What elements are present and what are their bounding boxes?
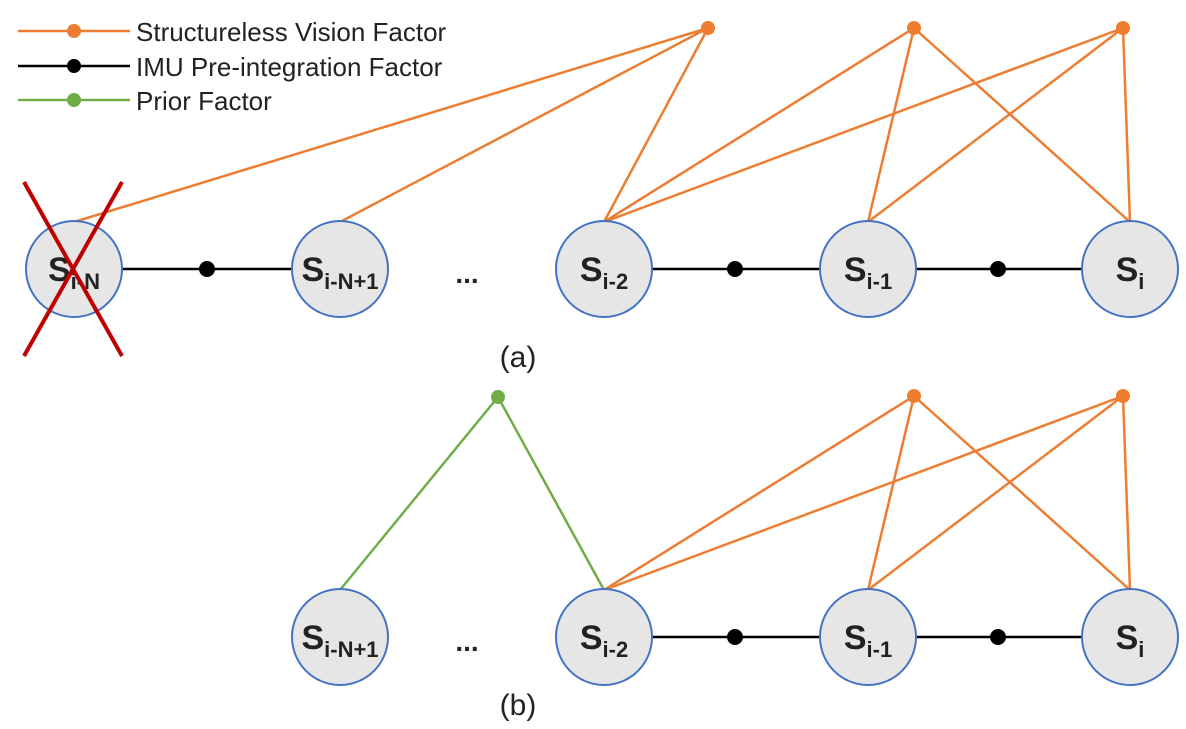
prior-edge <box>339 396 499 591</box>
vision-edge <box>913 395 1131 591</box>
vision-edge <box>866 395 916 591</box>
state-node-label: Si-1 <box>844 619 892 662</box>
imu-factor-node <box>990 629 1006 645</box>
vision-edge <box>867 395 1124 591</box>
state-node-label: Si <box>1116 251 1145 294</box>
imu-factor-node <box>727 629 743 645</box>
panel-b-prior-edges <box>339 396 606 591</box>
panel-b-vision-edges <box>603 394 1132 592</box>
state-node-i-1: Si-1 <box>819 220 917 318</box>
state-node-circle <box>291 588 389 686</box>
vision-edge <box>603 394 915 592</box>
legend: Structureless Vision Factor IMU Pre-inte… <box>18 17 447 116</box>
imu-factor-node <box>990 261 1006 277</box>
vision-edge <box>603 26 915 224</box>
legend-item-prior: Prior Factor <box>18 86 272 116</box>
panel-a: Si-N Si-N+1 ... Si-2 Si-1 Si (a) <box>22 21 1179 374</box>
legend-imu-label: IMU Pre-integration Factor <box>136 52 443 82</box>
marginalized-cross-icon <box>22 181 124 357</box>
legend-prior-label: Prior Factor <box>136 86 272 116</box>
vision-edge <box>1121 27 1132 223</box>
state-node-i: Si <box>1081 588 1179 686</box>
legend-prior-dot <box>67 93 81 107</box>
state-node-label: Si <box>1116 619 1145 662</box>
vision-factor-node <box>907 21 921 35</box>
vision-edge <box>913 27 1131 223</box>
panel-b-caption: (b) <box>500 689 537 722</box>
legend-item-imu: IMU Pre-integration Factor <box>18 52 443 82</box>
imu-factor-node <box>727 261 743 277</box>
panel-a-caption: (a) <box>500 341 537 374</box>
legend-item-vision: Structureless Vision Factor <box>18 17 447 47</box>
state-node-label: Si-2 <box>580 619 628 662</box>
state-node-i-1: Si-1 <box>819 588 917 686</box>
state-node-i-N+1: Si-N+1 <box>291 588 389 686</box>
legend-vision-dot <box>67 24 81 38</box>
vision-factor-node <box>701 21 715 35</box>
state-node-i-N+1: Si-N+1 <box>291 220 389 318</box>
legend-imu-dot <box>67 59 81 73</box>
state-node-circle <box>1081 588 1179 686</box>
vision-edge <box>1121 395 1132 591</box>
vision-edge <box>867 27 1124 223</box>
state-node-label: Si-2 <box>580 251 628 294</box>
panel-a-vision-edges <box>73 26 1132 224</box>
ellipsis: ... <box>455 626 478 657</box>
vision-edge <box>603 26 1124 224</box>
vision-factor-node <box>1116 21 1130 35</box>
state-node-i: Si <box>1081 220 1179 318</box>
state-node-circle <box>555 220 653 318</box>
state-node-i-2: Si-2 <box>555 220 653 318</box>
state-node-label: Si-N+1 <box>301 619 378 662</box>
vision-edge <box>603 394 1124 592</box>
vision-edge <box>73 26 709 224</box>
state-node-circle <box>819 588 917 686</box>
imu-factor-node <box>199 261 215 277</box>
prior-factor-node <box>491 390 505 404</box>
state-node-label: Si-N+1 <box>301 251 378 294</box>
vision-factor-node <box>1116 389 1130 403</box>
vision-edge <box>339 26 709 224</box>
legend-vision-label: Structureless Vision Factor <box>136 17 447 47</box>
state-node-circle <box>819 220 917 318</box>
ellipsis: ... <box>455 258 478 289</box>
state-node-circle <box>291 220 389 318</box>
vision-factor-node <box>907 389 921 403</box>
state-node-circle <box>555 588 653 686</box>
state-node-circle <box>1081 220 1179 318</box>
prior-edge <box>496 396 606 591</box>
vision-edge <box>602 27 710 223</box>
vision-edge <box>866 27 916 223</box>
state-node-label: Si-1 <box>844 251 892 294</box>
state-node-i-2: Si-2 <box>555 588 653 686</box>
panel-b: Si-N+1 ... Si-2 Si-1 Si (b) <box>291 389 1179 722</box>
